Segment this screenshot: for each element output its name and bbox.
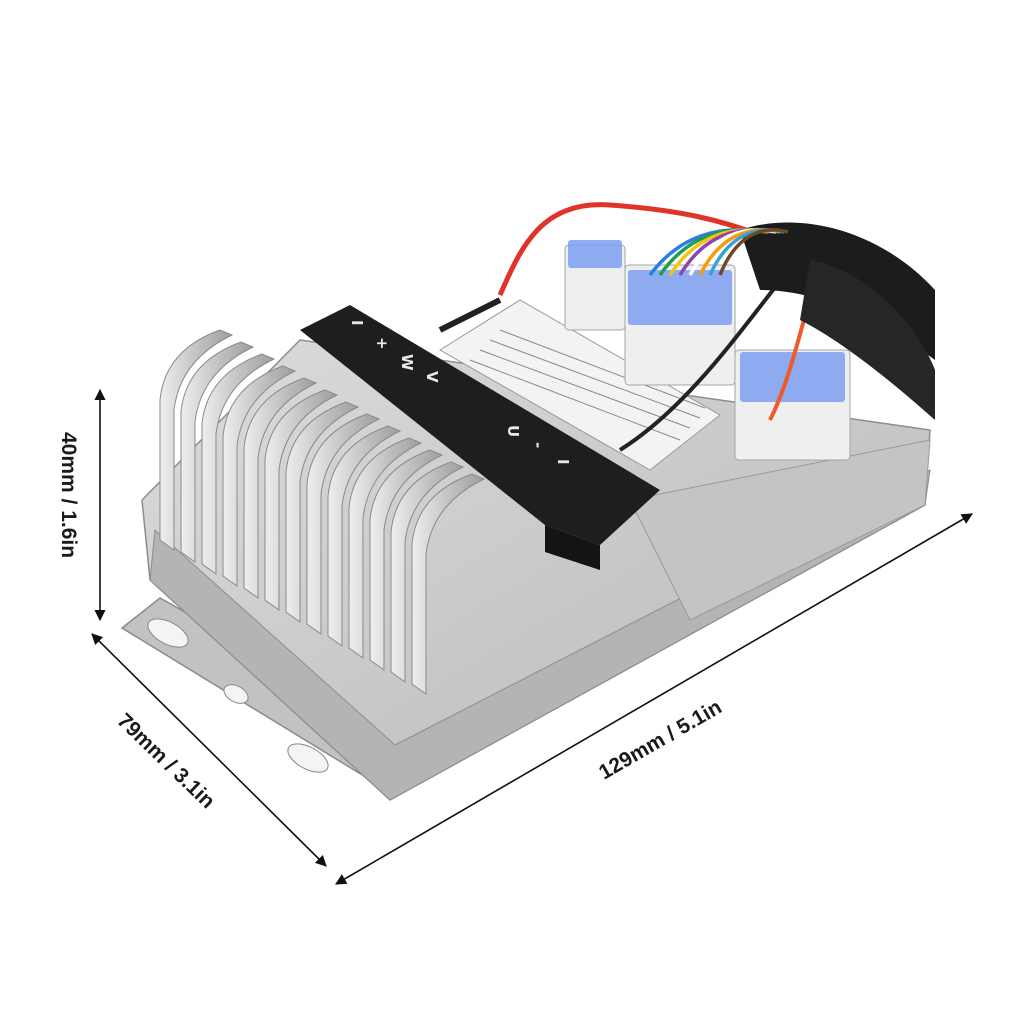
terminal-label: U	[504, 425, 522, 437]
heat-sink-fin	[222, 365, 297, 587]
terminal-label: +	[373, 337, 391, 350]
heat-sink-fin	[201, 353, 276, 575]
width-label: 79mm / 3.1in	[113, 709, 220, 813]
length-arrow	[335, 513, 973, 885]
heat-sink-fin	[159, 329, 234, 551]
red-wire	[497, 202, 761, 297]
length-label: 129mm / 5.1in	[595, 696, 726, 785]
terminal-label: V	[423, 371, 441, 383]
heat-sink-fin	[306, 413, 381, 635]
connector-cap	[568, 240, 622, 268]
dimension-arrows	[91, 388, 973, 885]
heat-sink-fin	[327, 425, 402, 647]
heat-sink-fin	[369, 449, 444, 671]
height-label: 40mm / 1.6in	[57, 432, 80, 558]
black-wire	[438, 297, 502, 333]
connector-cap	[628, 270, 732, 325]
heat-sink-fin	[285, 401, 360, 623]
heat-sink-fin	[348, 437, 423, 659]
wire-connectors	[564, 240, 851, 461]
terminal-label: I	[348, 320, 366, 326]
signal-wire	[718, 228, 789, 276]
terminal-label: -	[529, 442, 547, 448]
wire-harness	[438, 202, 935, 452]
terminal-label: W	[398, 354, 416, 371]
cable-bundle	[800, 260, 935, 420]
connector-cap	[740, 352, 845, 402]
heat-sink-fin	[243, 377, 318, 599]
heat-sink-fin	[264, 389, 339, 611]
heat-sink-fin	[180, 341, 255, 563]
terminal-label: I	[554, 459, 572, 465]
width-arrow	[91, 633, 327, 867]
